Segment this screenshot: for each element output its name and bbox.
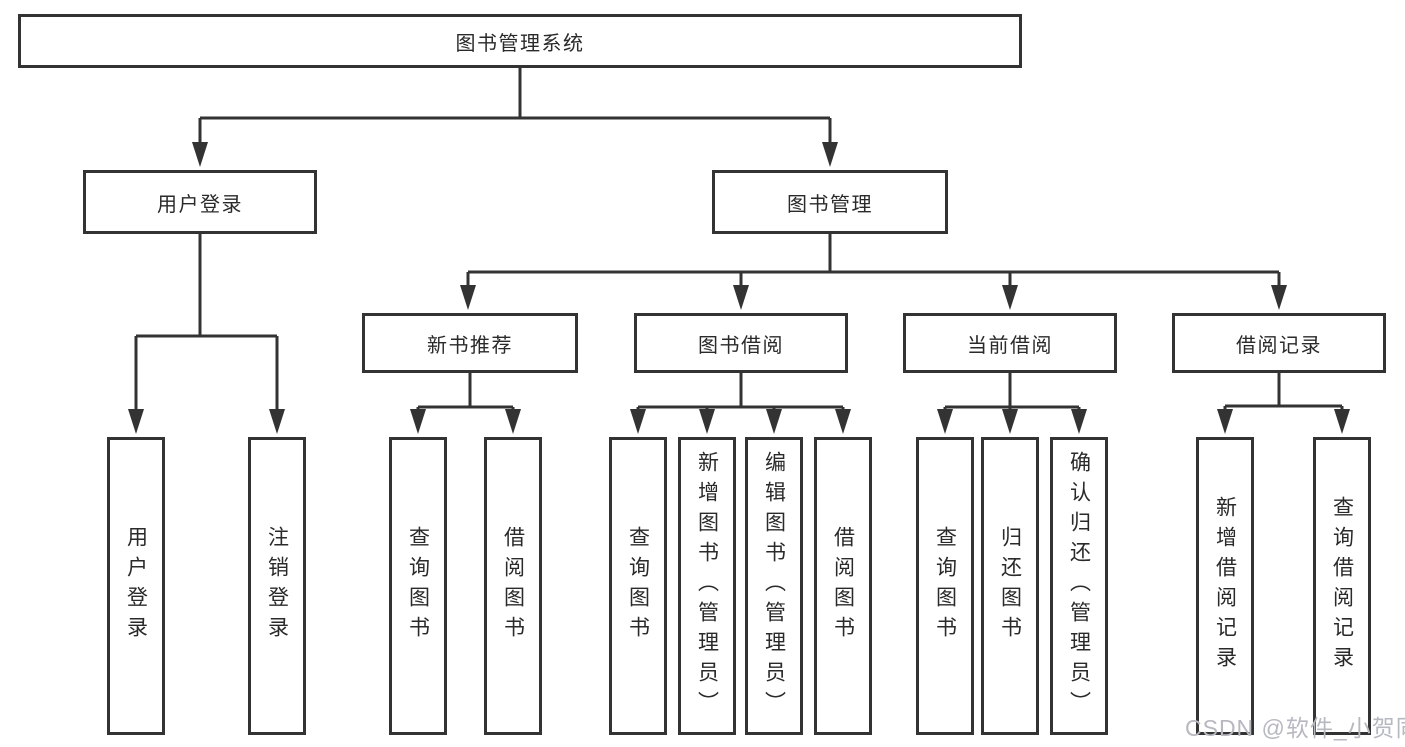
node-label: 归还图书 <box>998 526 1022 646</box>
node-user-login-branch: 用户登录 <box>83 170 317 234</box>
node-label: 借阅图书 <box>501 526 525 646</box>
node-new-book-recommendation: 新书推荐 <box>362 313 578 373</box>
node-label: 当前借阅 <box>967 334 1053 357</box>
leaf-add-books-admin: 新增图书（管理员） <box>678 437 736 735</box>
node-borrowing-records: 借阅记录 <box>1172 313 1386 373</box>
node-label: 图书管理系统 <box>455 32 585 55</box>
node-label: 查询图书 <box>406 526 430 646</box>
leaf-edit-books-admin: 编辑图书（管理员） <box>745 437 803 735</box>
node-label: 编辑图书（管理员） <box>762 451 786 721</box>
node-label: 新增图书（管理员） <box>695 451 719 721</box>
node-label: 确认归还（管理员） <box>1067 451 1091 721</box>
node-library-management-system: 图书管理系统 <box>18 14 1022 68</box>
leaf-query-books-borrowing: 查询图书 <box>609 437 667 735</box>
node-label: 图书管理 <box>787 193 873 216</box>
leaf-borrow-books: 借阅图书 <box>814 437 872 735</box>
leaf-user-login: 用户登录 <box>107 437 165 735</box>
csdn-watermark: CSDN @软件_小贺同学 <box>1185 715 1405 741</box>
leaf-borrow-books-recommend: 借阅图书 <box>484 437 542 735</box>
node-book-borrowing: 图书借阅 <box>634 313 848 373</box>
node-label: 新书推荐 <box>427 334 513 357</box>
node-label: 新增借阅记录 <box>1213 496 1237 676</box>
node-label: 用户登录 <box>157 193 243 216</box>
node-label: 借阅图书 <box>831 526 855 646</box>
node-label: 查询图书 <box>933 526 957 646</box>
node-label: 图书借阅 <box>698 334 784 357</box>
leaf-return-books: 归还图书 <box>981 437 1039 735</box>
node-label: 查询借阅记录 <box>1330 496 1354 676</box>
leaf-query-books-recommend: 查询图书 <box>389 437 447 735</box>
leaf-confirm-return-admin: 确认归还（管理员） <box>1050 437 1108 735</box>
leaf-add-borrow-record: 新增借阅记录 <box>1196 437 1254 735</box>
node-label: 用户登录 <box>124 526 148 646</box>
node-book-management-branch: 图书管理 <box>712 170 948 234</box>
node-current-borrowing: 当前借阅 <box>903 313 1117 373</box>
leaf-query-borrow-record: 查询借阅记录 <box>1313 437 1371 735</box>
leaf-logout: 注销登录 <box>248 437 306 735</box>
node-label: 注销登录 <box>265 526 289 646</box>
node-label: 借阅记录 <box>1236 334 1322 357</box>
node-label: 查询图书 <box>626 526 650 646</box>
leaf-query-books-current: 查询图书 <box>916 437 974 735</box>
